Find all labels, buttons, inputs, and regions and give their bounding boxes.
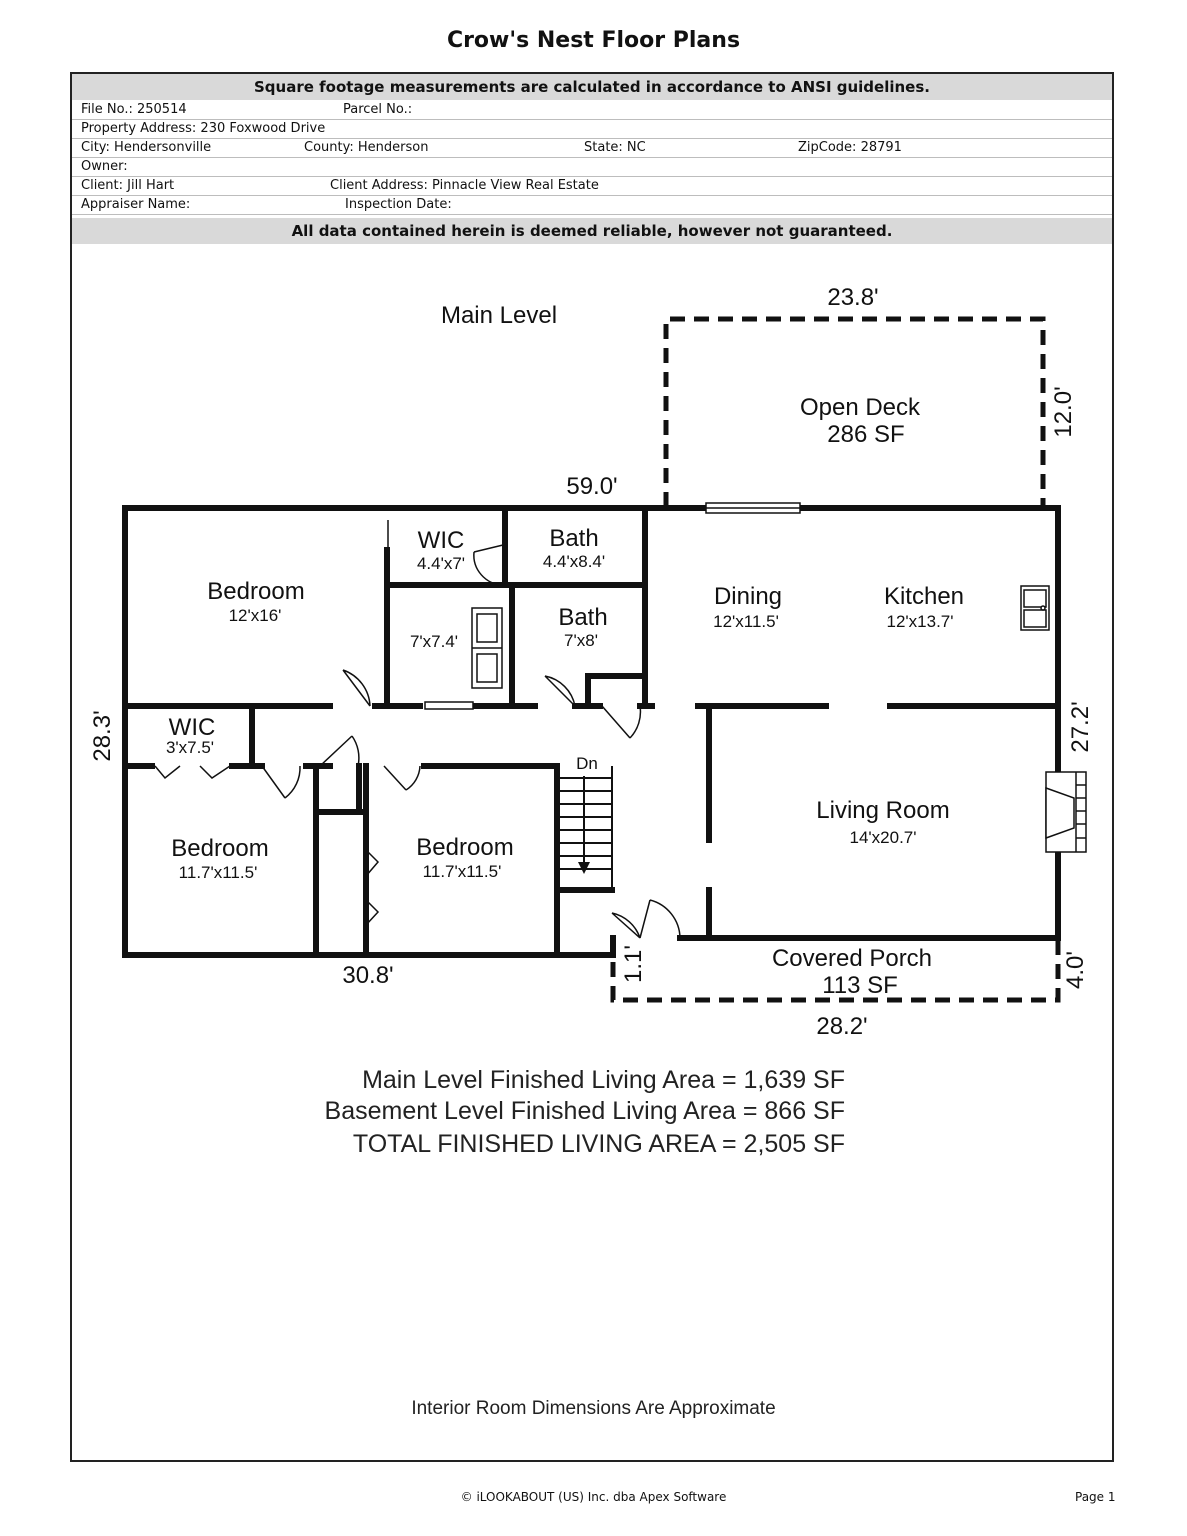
copyright-footer: © iLOOKABOUT (US) Inc. dba Apex Software (460, 1490, 727, 1504)
stairs (560, 766, 613, 890)
room-bedroom-1-name: Bedroom (207, 578, 304, 605)
ansi-banner: Square footage measurements are calculat… (72, 74, 1112, 100)
porch-outline (610, 938, 1061, 1003)
dim-porch-width: 28.2' (816, 1013, 867, 1040)
deck-area: 286 SF (827, 421, 904, 448)
deck-name: Open Deck (800, 394, 921, 421)
room-bedroom-3-name: Bedroom (416, 834, 513, 861)
porch-name: Covered Porch (772, 945, 932, 972)
room-bedroom-3-size: 11.7'x11.5' (423, 862, 502, 881)
sketch-frame (70, 72, 1114, 1462)
room-bath-2-size: 7'x8' (564, 631, 598, 650)
city-field: City: Hendersonville (81, 140, 212, 155)
inspection-date-field: Inspection Date: (345, 197, 452, 212)
room-laundry-size: 7'x7.4' (410, 632, 458, 651)
room-bath-1-name: Bath (549, 525, 598, 552)
dim-left-depth: 28.3' (89, 710, 116, 761)
summary-basement-level: Basement Level Finished Living Area = 86… (324, 1097, 845, 1125)
summary-main-level: Main Level Finished Living Area = 1,639 … (362, 1066, 845, 1094)
room-bedroom-1-size: 12'x16' (229, 606, 282, 625)
header-row-city: City: Hendersonville County: Henderson S… (72, 138, 1112, 158)
room-dining-size: 12'x11.5' (713, 612, 779, 631)
deck-outline (663, 316, 1046, 507)
room-living-size: 14'x20.7' (850, 828, 917, 847)
fireplace-icon (1045, 771, 1087, 853)
client-field: Client: Jill Hart (81, 178, 175, 193)
dimensions-note: Interior Room Dimensions Are Approximate (411, 1398, 776, 1419)
appraiser-name-field: Appraiser Name: (81, 197, 191, 212)
header-row-appraiser: Appraiser Name: Inspection Date: (72, 195, 1112, 215)
file-no-field: File No.: 250514 (81, 102, 187, 117)
client-address-field: Client Address: Pinnacle View Real Estat… (330, 178, 599, 193)
room-bedroom-2-size: 11.7'x11.5' (179, 863, 258, 882)
room-kitchen-name: Kitchen (884, 583, 964, 610)
page-title: Crow's Nest Floor Plans (446, 28, 741, 53)
level-title: Main Level (441, 302, 557, 329)
header-row-file: File No.: 250514 Parcel No.: (72, 100, 1112, 120)
porch-area: 113 SF (822, 972, 898, 999)
dim-porch-right: 4.0' (1062, 951, 1089, 989)
header-row-owner: Owner: (72, 157, 1112, 177)
disclaimer-banner: All data contained herein is deemed reli… (72, 218, 1112, 244)
room-wic-2-name: WIC (169, 714, 216, 741)
room-wic-1-size: 4.4'x7' (417, 554, 465, 573)
room-living-name: Living Room (816, 797, 949, 824)
property-address-field: Property Address: 230 Foxwood Drive (81, 121, 326, 136)
dim-top-width: 59.0' (566, 473, 617, 500)
dim-deck-depth: 12.0' (1050, 386, 1077, 437)
dim-deck-width: 23.8' (827, 284, 878, 311)
parcel-no-field: Parcel No.: (343, 102, 413, 117)
header-row-address: Property Address: 230 Foxwood Drive (72, 119, 1112, 139)
room-bath-2-name: Bath (558, 604, 607, 631)
room-wic-2-size: 3'x7.5' (166, 738, 214, 757)
room-kitchen-size: 12'x13.7' (887, 612, 954, 631)
state-field: State: NC (584, 140, 646, 155)
room-bath-1-size: 4.4'x8.4' (543, 552, 605, 571)
summary-total: TOTAL FINISHED LIVING AREA = 2,505 SF (352, 1130, 845, 1158)
dim-bottom-left: 30.8' (342, 962, 393, 989)
owner-field: Owner: (81, 159, 128, 174)
county-field: County: Henderson (304, 140, 429, 155)
dim-right-depth: 27.2' (1067, 701, 1094, 752)
page-number: Page 1 (1075, 1490, 1116, 1504)
washer-dryer-icon (471, 607, 503, 689)
stair-label: Dn (576, 754, 598, 773)
room-dining-name: Dining (714, 583, 782, 610)
stair-arrow-icon (578, 862, 590, 874)
sink-icon (1020, 585, 1050, 631)
zipcode-field: ZipCode: 28791 (798, 140, 902, 155)
header-row-client: Client: Jill Hart Client Address: Pinnac… (72, 176, 1112, 196)
floor-plan: Main Level 23.8' 59.0' 30.8' 28.2' 12.0'… (89, 284, 1094, 1040)
room-bedroom-2-name: Bedroom (171, 835, 268, 862)
dim-porch-left: 1.1' (620, 945, 647, 983)
room-wic-1-name: WIC (418, 527, 465, 554)
